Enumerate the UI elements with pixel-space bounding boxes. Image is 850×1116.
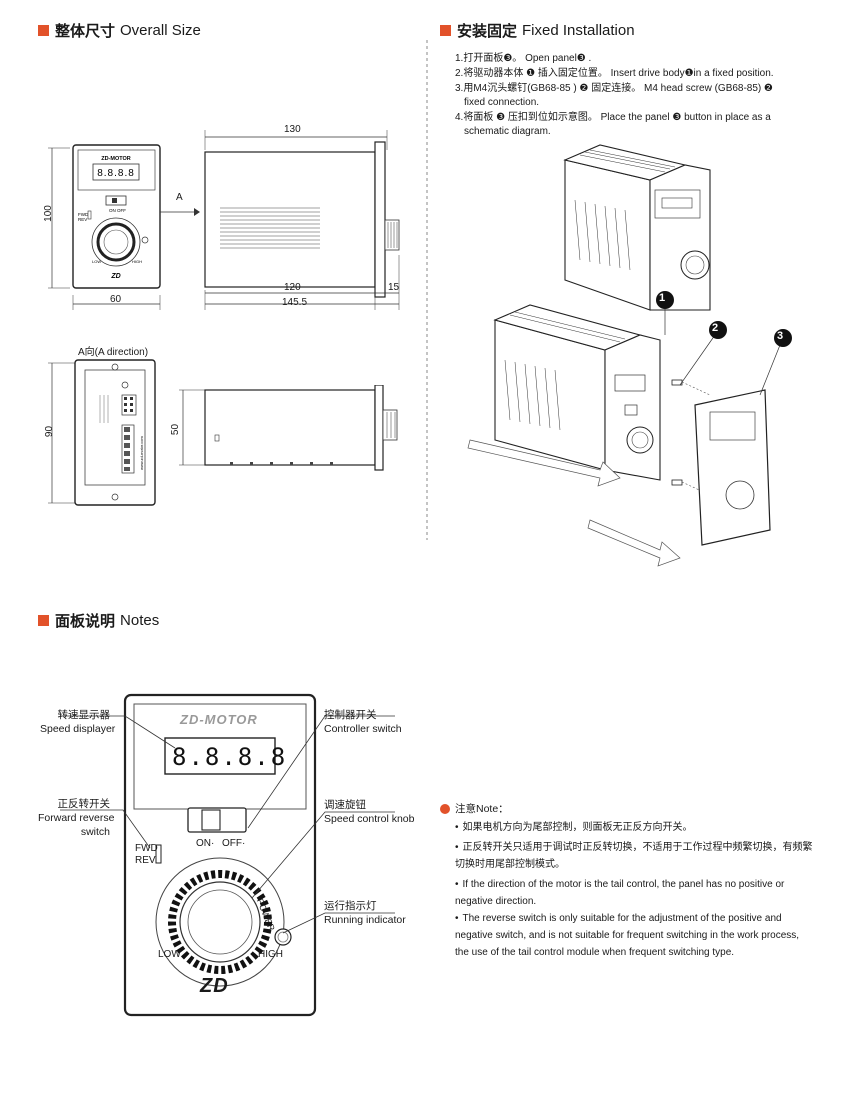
section-header-notes: 面板说明 Notes xyxy=(38,610,159,631)
panel-front-drawing xyxy=(123,693,317,1017)
install-step-2: 2.将驱动器本体 ❶ 插入固定位置。 Insert drive body❶in … xyxy=(455,68,774,79)
dim-50: 50 xyxy=(170,423,182,436)
dim-100: 100 xyxy=(42,205,54,222)
rear-view-drawing: www.zd-motor.com xyxy=(48,359,156,506)
svg-text:HIGH: HIGH xyxy=(132,259,142,264)
svg-text:8.8.8.8: 8.8.8.8 xyxy=(97,168,135,179)
direction-arrow-a xyxy=(160,208,200,216)
section-title-zh: 面板说明 xyxy=(55,613,116,630)
arrow-a-label: A xyxy=(176,192,183,203)
install-step-1: 1.打开面板❸。 Open panel❸ . xyxy=(455,53,592,64)
label-en: Speed control knob xyxy=(324,813,415,825)
notes-title: 注意Note： xyxy=(440,801,509,816)
section-title-en: Notes xyxy=(120,612,160,629)
svg-text:ON OFF: ON OFF xyxy=(109,208,126,213)
label-en: Speed displayer xyxy=(40,723,116,735)
dim-90: 90 xyxy=(44,425,56,438)
svg-text:LOW: LOW xyxy=(92,259,101,264)
label-controller-switch: 控制器开关 Controller switch xyxy=(324,708,402,736)
note-text: The reverse switch is only suitable for … xyxy=(455,913,800,958)
svg-text:ZD: ZD xyxy=(110,273,120,280)
a-direction-label: A向(A direction) xyxy=(78,347,149,358)
label-speed-display: 转速显示器 Speed displayer xyxy=(40,708,115,736)
label-en-2: switch xyxy=(80,826,110,838)
label-en: Controller switch xyxy=(324,723,402,735)
install-step-3: 3.用M4沉头螺钉(GB68-85 ) ❷ 固定连接。 M4 head scre… xyxy=(455,83,774,94)
panel-leader-lines xyxy=(60,715,395,934)
section-marker xyxy=(440,25,451,36)
on-label: ON· xyxy=(196,838,215,849)
note-text: 正反转开关只适用于调试时正反转切换，不适用于工作过程中频繁切换，有频繁切换时用尾… xyxy=(455,842,813,870)
dim-15: 15 xyxy=(388,282,400,293)
section-marker xyxy=(38,615,49,626)
install-step-3-cont: fixed connection. xyxy=(464,97,540,108)
label-running-indicator: 运行指示灯 Running indicator xyxy=(324,899,406,927)
note-text: If the direction of the motor is the tai… xyxy=(455,879,785,907)
section-header-overall-size: 整体尺寸 Overall Size xyxy=(38,20,201,41)
fwd-label: FWD xyxy=(135,843,158,854)
label-zh: 运行指示灯 xyxy=(324,900,377,912)
notes-title-text: 注意Note： xyxy=(455,803,509,815)
label-zh: 正反转开关 xyxy=(57,798,111,810)
label-en: Forward reverse xyxy=(38,812,115,824)
dim-60: 60 xyxy=(110,294,122,305)
section-marker xyxy=(38,25,49,36)
install-step-4: 4.将面板 ❸ 压扣到位如示意图。 Place the panel ❸ butt… xyxy=(455,112,771,123)
svg-text:FWD: FWD xyxy=(78,212,89,217)
front-view-drawing: ZD-MOTOR 8.8.8.8 ON OFF FWD REV LOW HIGH… xyxy=(48,144,161,310)
off-label: OFF· xyxy=(222,838,246,849)
callout-number-1: 1 xyxy=(659,292,666,304)
note-item-4: •The reverse switch is only suitable for… xyxy=(455,913,800,958)
svg-text:REV: REV xyxy=(78,217,87,222)
installation-drawing xyxy=(467,144,792,567)
low-label: LOW xyxy=(158,949,181,960)
note-item-1: •如果电机方向为尾部控制，则面板无正反方向开关。 xyxy=(455,822,693,833)
rev-label: REV xyxy=(135,855,156,866)
panel-brand-text: ZD-MOTOR xyxy=(180,712,258,727)
side-view-drawing xyxy=(204,130,400,310)
dim-130: 130 xyxy=(284,124,301,135)
install-step-4-cont: schematic diagram. xyxy=(464,126,551,137)
label-zh: 控制器开关 xyxy=(324,709,377,721)
note-item-2: •正反转开关只适用于调试时正反转切换，不适用于工作过程中频繁切换，有频繁切换时用… xyxy=(455,842,813,870)
section-header-fixed-installation: 安装固定 Fixed Installation xyxy=(440,20,635,41)
svg-text:www.zd-motor.com: www.zd-motor.com xyxy=(139,436,144,470)
dim-120: 120 xyxy=(284,282,301,293)
note-text: 如果电机方向为尾部控制，则面板无正反方向开关。 xyxy=(462,822,693,833)
section-title-zh: 整体尺寸 xyxy=(55,23,116,40)
callout-number-3: 3 xyxy=(777,330,784,342)
zd-logo: ZD xyxy=(200,975,229,997)
note-item-3: •If the direction of the motor is the ta… xyxy=(455,879,785,907)
section-title-zh: 安装固定 xyxy=(457,23,518,40)
label-zh: 转速显示器 xyxy=(57,709,111,721)
section-divider xyxy=(426,40,428,540)
label-en: Running indicator xyxy=(324,914,406,926)
high-label: HIGH xyxy=(258,949,283,960)
callout-number-2: 2 xyxy=(712,322,719,334)
bottom-view-drawing xyxy=(179,385,398,471)
section-title-en: Overall Size xyxy=(120,22,201,39)
section-title-en: Fixed Installation xyxy=(522,22,635,39)
label-speed-knob: 调速旋钮 Speed control knob xyxy=(324,798,414,826)
front-brand-text: ZD-MOTOR xyxy=(101,156,131,162)
notes-bullet-icon xyxy=(440,803,450,814)
speed-display-digits: 8.8.8.8 xyxy=(172,743,288,771)
dim-145-5: 145.5 xyxy=(282,297,308,308)
label-zh: 调速旋钮 xyxy=(324,799,366,811)
label-fwd-rev-switch: 正反转开关 Forward reverse switch xyxy=(38,797,115,839)
